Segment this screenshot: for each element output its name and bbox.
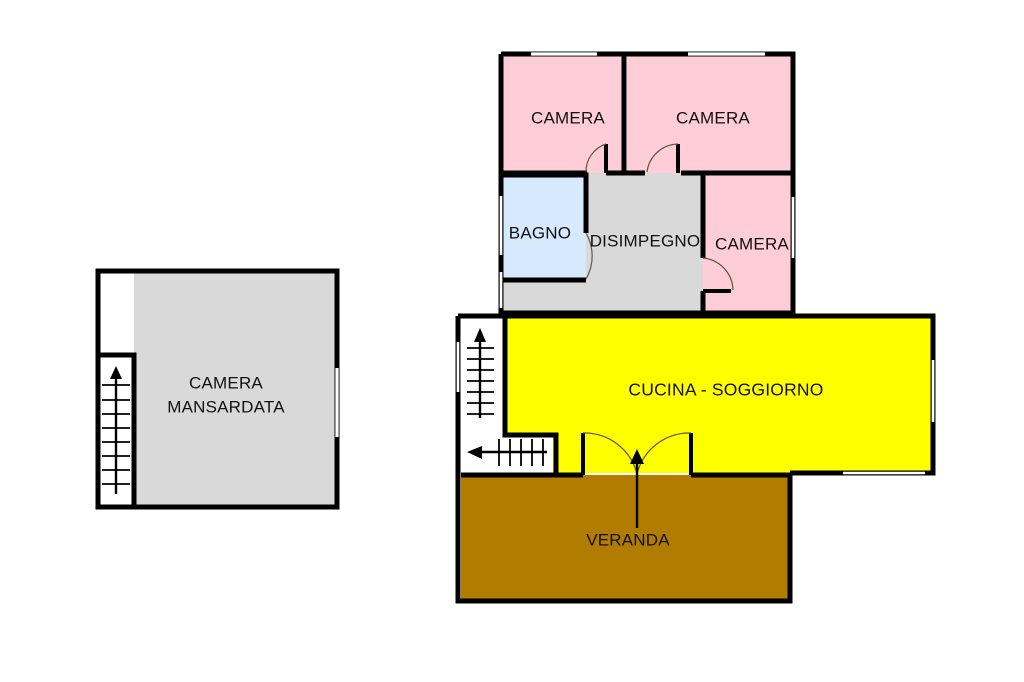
entrance-arrowhead	[630, 449, 644, 464]
attic-stair-arrowhead	[110, 366, 122, 379]
door-arc-bagno	[585, 232, 593, 280]
main-stairwell-wall	[502, 318, 559, 475]
main-stair-arrowhead-up	[474, 328, 486, 342]
windows	[456, 52, 935, 475]
room-fill-camera-2	[627, 54, 793, 173]
room-label-veranda: VERANDA	[586, 530, 670, 549]
room-label-bagno: BAGNO	[509, 223, 571, 242]
wall-bagno-top-right	[503, 172, 589, 233]
door-arc-camera-1	[585, 143, 607, 173]
main-plan: CAMERA CAMERA BAGNO DISIMPEGNO CAMERA CU…	[455, 51, 936, 604]
main-stair-arrowhead-left	[467, 446, 482, 459]
main-stairs-left	[467, 439, 547, 466]
door-arc-veranda-right	[636, 432, 692, 475]
entrance-arrow	[630, 449, 644, 528]
room-fill-veranda	[461, 475, 788, 601]
lower-block-wall-left-bottom	[455, 316, 793, 604]
door-arc-camera-2	[646, 143, 679, 173]
attic-stairs	[102, 366, 130, 494]
room-label-camera-mansardata-line1: CAMERA	[189, 373, 263, 392]
room-label-cucina-soggiorno: CUCINA - SOGGIORNO	[628, 380, 823, 400]
doors	[582, 143, 734, 475]
room-label-disimpegno: DISIMPEGNO	[590, 231, 701, 250]
attic-stairwell-wall	[98, 352, 137, 507]
room-fill-camera-1	[501, 54, 622, 173]
room-fill-bagno	[503, 175, 586, 280]
door-arc-camera-3	[702, 257, 734, 291]
room-label-camera-mansardata-line2: MANSARDATA	[167, 397, 285, 416]
camera-mansardata-fill	[98, 271, 337, 507]
door-arc-veranda-left	[582, 432, 638, 475]
room-label-camera-2: CAMERA	[676, 108, 750, 127]
room-fill-cucina-soggiorno	[505, 316, 933, 473]
main-stairs-up	[467, 328, 494, 418]
room-label-camera-3: CAMERA	[715, 234, 789, 253]
attic-plan: CAMERA MANSARDATA	[95, 268, 340, 510]
room-label-camera-1: CAMERA	[531, 108, 605, 127]
